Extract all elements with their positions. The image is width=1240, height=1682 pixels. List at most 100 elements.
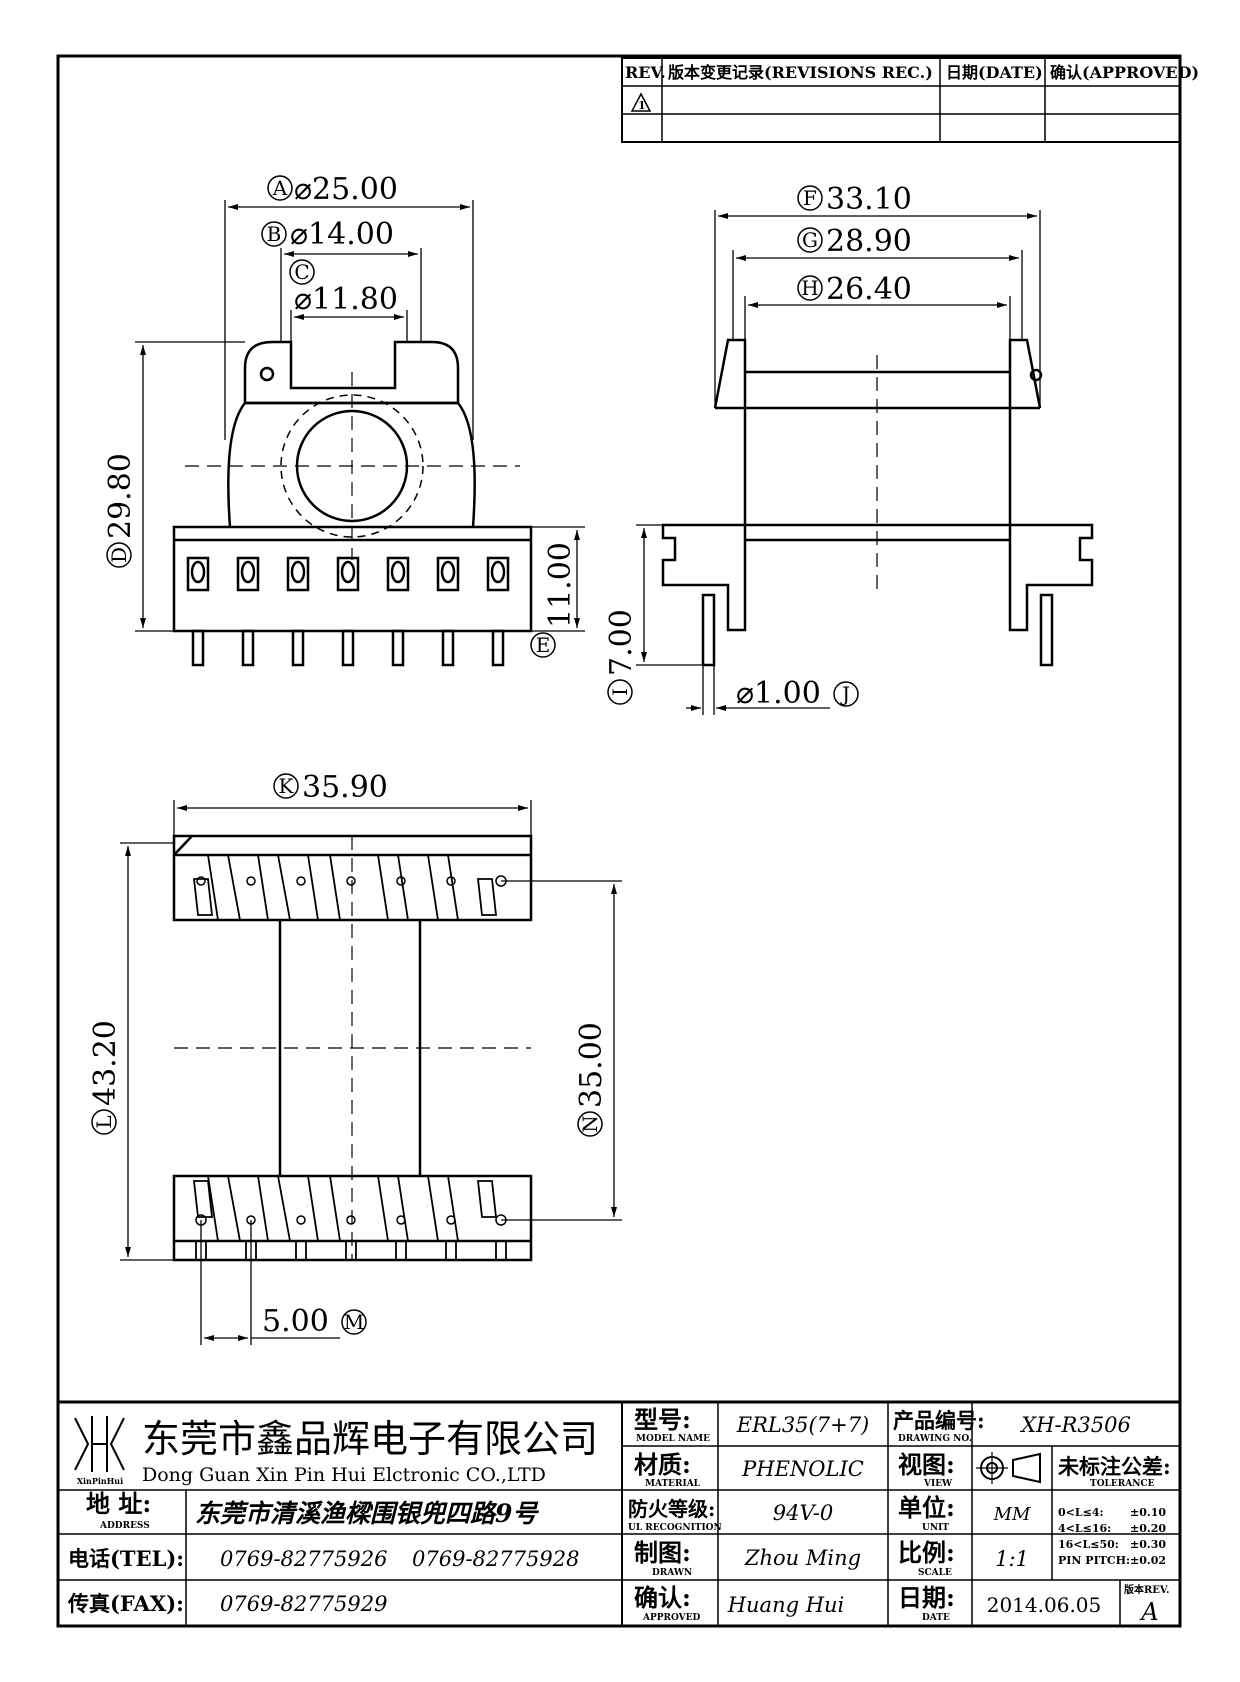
front-pin-group (186, 556, 510, 667)
material-label: 材质: (634, 1450, 691, 1479)
view-label: 视图: (898, 1450, 955, 1479)
svg-text:35.00: 35.00 (574, 1022, 609, 1108)
unit-value: MM (993, 1504, 1031, 1525)
svg-text:16<L≤50:: 16<L≤50: (1058, 1538, 1119, 1551)
side-pin-right (1039, 593, 1054, 667)
address-label: 地 址: (86, 1489, 151, 1518)
svg-text:C: C (294, 260, 309, 284)
fire-sub: UL RECOGNITION (628, 1523, 722, 1533)
dim-D: D 29.80 (103, 453, 138, 568)
svg-text:D: D (107, 547, 131, 563)
address-sub: ADDRESS (99, 1521, 150, 1531)
date-sub: DATE (922, 1613, 950, 1623)
rev-label: 版本REV. (1124, 1583, 1169, 1596)
tolerance-table: 0<L≤4: ±0.10 4<L≤16: ±0.20 16<L≤50: ±0.3… (1058, 1506, 1166, 1567)
svg-text:7.00: 7.00 (604, 609, 639, 676)
material-value: PHENOLIC (741, 1457, 864, 1481)
dim-N: N 35.00 (574, 1022, 609, 1137)
rev-header-date: 日期(DATE) (946, 63, 1043, 82)
company-logo-icon (74, 1416, 125, 1472)
dim-F: F 33.10 (797, 182, 912, 217)
dim-J: ⌀1.00 J (736, 676, 859, 711)
unit-sub: UNIT (922, 1523, 949, 1533)
side-view-dimensions (636, 210, 1041, 715)
svg-text:⌀25.00: ⌀25.00 (294, 172, 398, 207)
dim-L: L 43.20 (88, 1020, 123, 1135)
svg-text:K: K (279, 774, 295, 798)
sheet-border (56, 54, 1182, 1628)
dim-H: H 26.40 (797, 272, 912, 307)
svg-text:0<L≤4:: 0<L≤4: (1058, 1506, 1104, 1519)
drawn-value: Zhou Ming (744, 1546, 861, 1570)
drawing-no-sub: DRAWING NO. (898, 1434, 972, 1444)
dim-M: 5.00 M (262, 1304, 367, 1339)
svg-text:29.80: 29.80 (103, 453, 138, 539)
address-value: 东莞市清溪渔樑围银兜四路9号 (195, 1499, 539, 1528)
date-label: 日期: (898, 1583, 955, 1612)
svg-text:⌀1.00: ⌀1.00 (736, 676, 821, 711)
drawn-sub: DRAWN (652, 1568, 692, 1578)
bottom-view-dimensions (120, 800, 622, 1345)
rev-value: A (1139, 1598, 1158, 1626)
logo-text: XinPinHui (77, 1476, 123, 1486)
svg-text:43.20: 43.20 (88, 1020, 123, 1106)
svg-text:N: N (578, 1115, 602, 1133)
svg-text:M: M (344, 1310, 364, 1334)
tel-value-1: 0769-82775926 (220, 1547, 387, 1571)
title-block: XinPinHui 东莞市鑫品辉电子有限公司 Dong Guan Xin Pin… (58, 1400, 1180, 1626)
svg-text:B: B (267, 222, 282, 246)
side-pin-left (701, 593, 716, 667)
rev-header-approved: 确认(APPROVED) (1050, 63, 1199, 82)
projection-symbol-icon (976, 1452, 1041, 1484)
front-view (172, 340, 533, 667)
tolerance-sub: TOLERANCE (1090, 1479, 1155, 1489)
model-sub: MODEL NAME (636, 1434, 710, 1444)
revision-triangle-icon: 1 (630, 92, 652, 112)
svg-text:±0.30: ±0.30 (1130, 1538, 1166, 1551)
side-view (661, 338, 1094, 667)
fire-label: 防火等级: (628, 1497, 715, 1521)
svg-text:E: E (536, 633, 551, 657)
material-sub: MATERIAL (645, 1479, 701, 1489)
model-value: ERL35(7+7) (736, 1413, 870, 1437)
unit-label: 单位: (898, 1493, 955, 1522)
dim-G: G 28.90 (797, 224, 912, 259)
approved-value: Huang Hui (727, 1593, 845, 1617)
svg-text:L: L (92, 1115, 116, 1128)
svg-text:J: J (840, 682, 850, 706)
model-label: 型号: (634, 1405, 691, 1434)
dim-K: K 35.90 (273, 770, 388, 805)
company-name-cn: 东莞市鑫品辉电子有限公司 (142, 1417, 598, 1461)
svg-text:4<L≤16:: 4<L≤16: (1058, 1522, 1111, 1535)
scale-sub: SCALE (918, 1568, 952, 1578)
svg-text:H: H (801, 276, 818, 300)
svg-text:F: F (803, 186, 817, 210)
fax-value: 0769-82775929 (220, 1592, 387, 1616)
fire-value: 94V-0 (773, 1501, 833, 1525)
svg-text:±0.20: ±0.20 (1130, 1522, 1166, 1535)
revision-table: REV. 版本变更记录(REVISIONS REC.) 日期(DATE) 确认(… (621, 57, 1199, 143)
approved-label: 确认: (634, 1583, 691, 1612)
dim-E: 11.00 E (530, 542, 578, 658)
svg-text:11.00: 11.00 (543, 542, 578, 628)
tel-value-2: 0769-82775928 (412, 1547, 579, 1571)
scale-value: 1:1 (995, 1547, 1029, 1571)
company-name-en: Dong Guan Xin Pin Hui Elctronic CO.,LTD (142, 1464, 546, 1486)
front-view-dimensions (135, 200, 585, 632)
bottom-view (172, 834, 533, 1262)
svg-text:5.00: 5.00 (262, 1304, 329, 1339)
dim-A: A ⌀25.00 (267, 172, 398, 207)
rev-symbol: 1 (638, 99, 646, 112)
svg-text:A: A (272, 176, 288, 200)
rev-header-record: 版本变更记录(REVISIONS REC.) (667, 63, 933, 82)
svg-text:26.40: 26.40 (826, 272, 912, 307)
svg-text:35.90: 35.90 (302, 770, 388, 805)
drawing-no-value: XH-R3506 (1019, 1413, 1131, 1437)
dim-B: B ⌀14.00 (261, 217, 394, 252)
rev-header-rev: REV. (625, 63, 666, 82)
svg-text:I: I (608, 688, 632, 696)
svg-text:G: G (802, 228, 818, 252)
date-value: 2014.06.05 (987, 1593, 1102, 1617)
fax-label: 传真(FAX): (67, 1591, 184, 1616)
